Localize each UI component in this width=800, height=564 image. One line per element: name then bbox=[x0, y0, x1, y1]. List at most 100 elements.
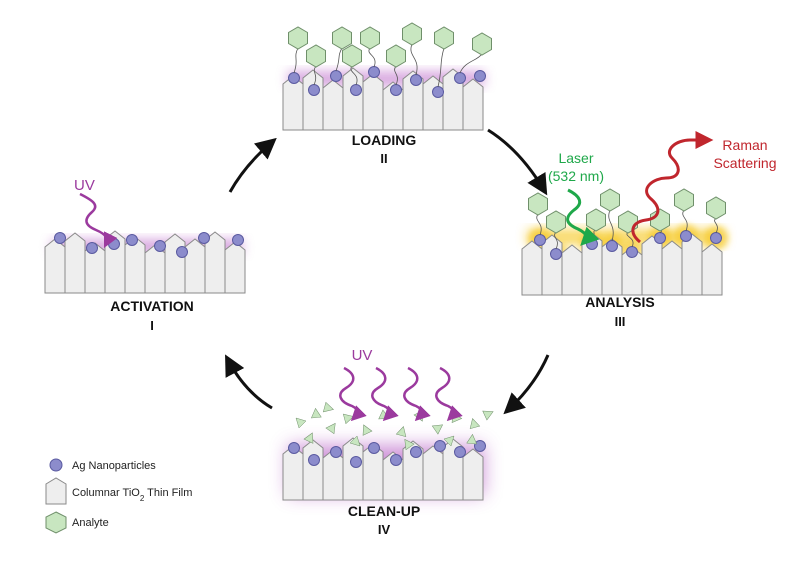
raman-label-line1: Raman bbox=[722, 137, 767, 153]
tio2-column bbox=[124, 236, 146, 294]
tio2-column bbox=[302, 439, 324, 501]
ag-nanoparticle bbox=[86, 242, 98, 254]
ag-nanoparticle bbox=[54, 232, 66, 244]
analyte-molecule bbox=[386, 44, 406, 68]
analyte-linker bbox=[410, 43, 418, 76]
uv-wave-icon bbox=[435, 366, 463, 422]
stage-analysis: Laser (532 nm) Raman Scattering ANALYSIS… bbox=[521, 131, 777, 329]
analyte-linker bbox=[459, 53, 483, 74]
analyte-linker bbox=[313, 65, 317, 86]
tio2-column bbox=[422, 445, 444, 501]
ag-nanoparticle bbox=[534, 234, 546, 246]
tio2-column bbox=[144, 244, 166, 294]
uv-wave-icon bbox=[79, 192, 118, 249]
analyte-molecule bbox=[546, 210, 566, 234]
analyte-legend-icon bbox=[45, 511, 67, 534]
tio2-column bbox=[322, 449, 344, 501]
ag-nanoparticle bbox=[198, 232, 210, 244]
ag-nanoparticle bbox=[176, 246, 188, 258]
tio2-column bbox=[342, 67, 364, 131]
tio2-column bbox=[641, 235, 663, 296]
stage-numeral-cleanup: IV bbox=[378, 522, 391, 537]
stage-activation: UV ACTIVATION I bbox=[44, 177, 246, 333]
analyte-fragment bbox=[349, 435, 361, 447]
uv-wave-icon bbox=[339, 366, 367, 422]
tio2-column bbox=[164, 233, 186, 294]
arrow-loading-to-analysis bbox=[487, 128, 548, 196]
tio2-column bbox=[44, 238, 66, 294]
loading-analytes bbox=[288, 22, 492, 88]
analyte-linker bbox=[608, 209, 614, 242]
ag-nanoparticle bbox=[330, 446, 342, 458]
tio2-column bbox=[462, 78, 484, 131]
tio2-column bbox=[64, 232, 86, 294]
analyte-molecule bbox=[528, 192, 548, 216]
analyte-molecule bbox=[306, 44, 326, 68]
analyte-molecule bbox=[706, 196, 726, 220]
film-legend-icon bbox=[45, 477, 67, 505]
ag-nanoparticle bbox=[626, 246, 638, 258]
tio2-column bbox=[204, 231, 226, 294]
analyte-linker bbox=[394, 65, 398, 86]
analyte-linker bbox=[536, 213, 542, 236]
loading-nanoparticles bbox=[288, 66, 486, 98]
analyte-fragment bbox=[443, 435, 455, 447]
ag-nanoparticle bbox=[454, 72, 466, 84]
stage-cleanup: UV CLEAN-UP IV bbox=[282, 347, 494, 537]
analyte-fragment bbox=[395, 426, 407, 438]
tio2-column bbox=[342, 437, 364, 501]
ag-nanoparticle bbox=[432, 86, 444, 98]
tio2-column bbox=[422, 75, 444, 131]
laser-wave-icon bbox=[566, 188, 600, 246]
tio2-column bbox=[561, 244, 583, 296]
tio2-column bbox=[184, 238, 206, 294]
analysis-analytes bbox=[528, 188, 726, 250]
stage-title-loading: LOADING bbox=[352, 132, 417, 148]
ag-nanoparticle bbox=[606, 240, 618, 252]
tio2-column bbox=[701, 243, 723, 296]
tio2-column bbox=[302, 69, 324, 131]
legend-analyte-label: Analyte bbox=[72, 517, 109, 529]
ag-nanoparticle bbox=[680, 230, 692, 242]
legend-nanoparticles-label: Ag Nanoparticles bbox=[72, 460, 156, 472]
analyte-fragment bbox=[482, 410, 494, 421]
uv-label-activation: UV bbox=[74, 177, 95, 194]
analyte-linker bbox=[714, 217, 718, 234]
laser-label-line1: Laser bbox=[558, 150, 593, 166]
uv-wave-icon bbox=[403, 366, 431, 422]
tio2-column bbox=[224, 241, 246, 294]
cycle-arrows bbox=[225, 128, 550, 415]
ag-nanoparticle bbox=[550, 248, 562, 260]
ag-nanoparticle bbox=[330, 70, 342, 82]
analyte-molecule bbox=[586, 208, 606, 232]
analyte-molecule bbox=[360, 26, 380, 50]
analyte-molecule bbox=[600, 188, 620, 212]
analyte-linker bbox=[368, 47, 376, 68]
analyte-molecule bbox=[674, 188, 694, 212]
uv-wave-icon bbox=[371, 366, 399, 422]
tio2-column bbox=[541, 234, 563, 296]
ag-nanoparticle bbox=[232, 234, 244, 246]
ag-nanoparticle bbox=[390, 84, 402, 96]
stage-numeral-activation: I bbox=[150, 318, 154, 333]
raman-label-line2: Scattering bbox=[713, 155, 776, 171]
tio2-column bbox=[282, 445, 304, 501]
analyte-fragment bbox=[431, 424, 444, 435]
cleanup-nanoparticles bbox=[288, 440, 486, 468]
ag-nanoparticle bbox=[474, 440, 486, 452]
stage-numeral-loading: II bbox=[380, 151, 387, 166]
ag-nanoparticle bbox=[710, 232, 722, 244]
analyte-fragment bbox=[469, 418, 481, 430]
analyte-fragment bbox=[303, 432, 314, 444]
ag-nanoparticle bbox=[288, 442, 300, 454]
tio2-column bbox=[661, 240, 683, 296]
ag-nanoparticle bbox=[368, 66, 380, 78]
stage-numeral-analysis: III bbox=[615, 314, 626, 329]
ag-nanoparticle bbox=[654, 232, 666, 244]
arrow-cleanup-to-activation bbox=[225, 354, 273, 410]
ag-nanoparticle bbox=[474, 70, 486, 82]
analysis-film bbox=[521, 232, 723, 296]
analyte-fragment bbox=[310, 407, 322, 419]
tio2-column bbox=[362, 73, 384, 131]
